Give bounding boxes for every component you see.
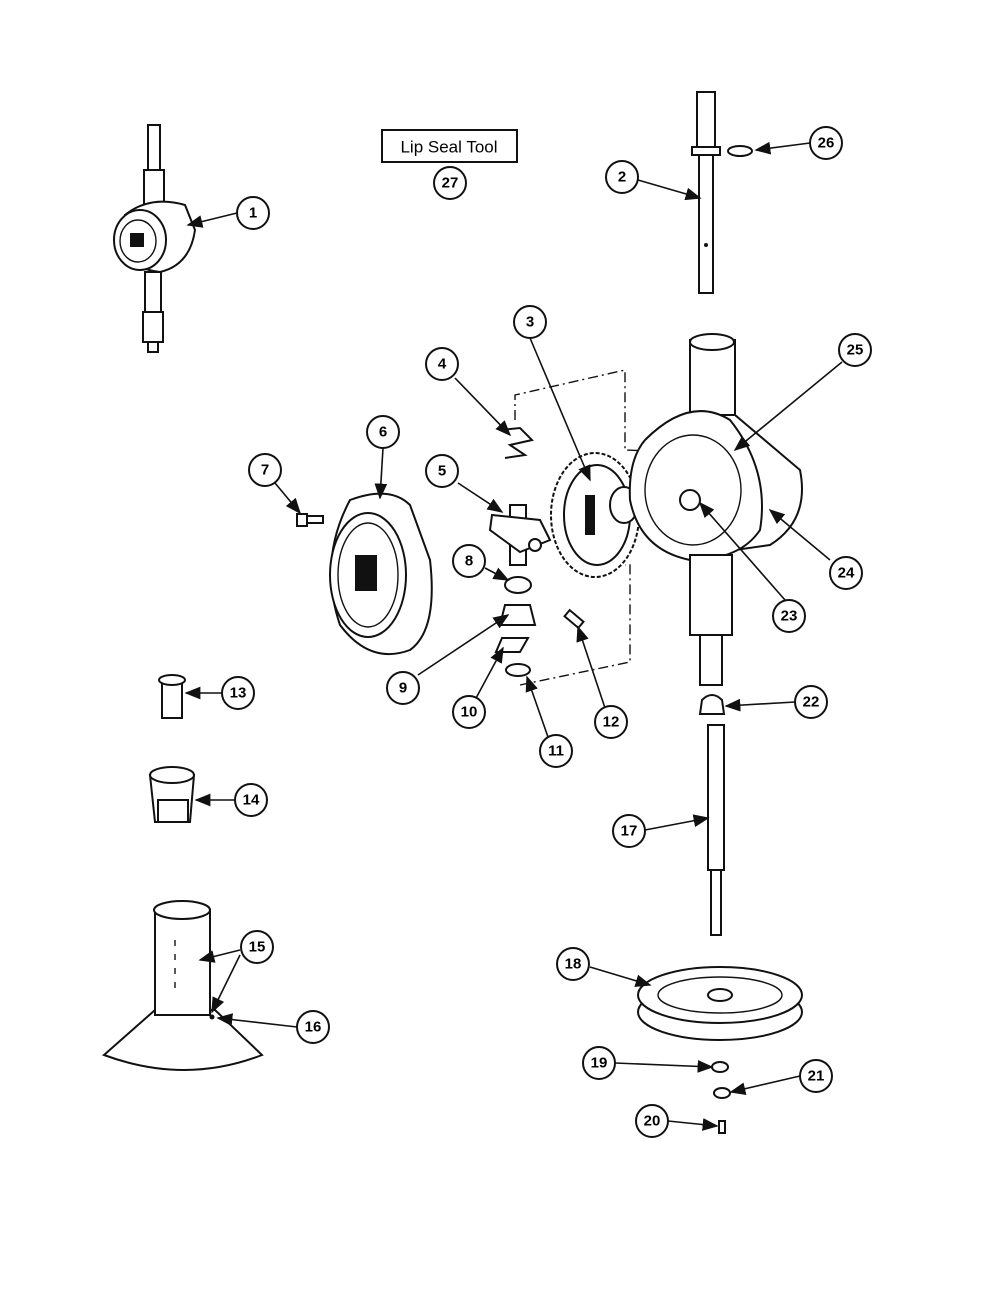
- housing-cover: [329, 492, 433, 656]
- leader-lines: [184, 141, 843, 1131]
- callout-1: 1: [236, 196, 270, 230]
- callout-2: 2: [605, 160, 639, 194]
- washer: [505, 663, 531, 677]
- callout-12: 12: [594, 705, 628, 739]
- svg-text:1: 1: [249, 205, 257, 222]
- callout-21: 21: [799, 1059, 833, 1093]
- svg-text:18: 18: [565, 956, 582, 973]
- svg-text:9: 9: [399, 680, 407, 697]
- svg-text:3: 3: [526, 314, 534, 331]
- lock-washer: [713, 1087, 731, 1099]
- bearing-sleeve: [158, 674, 186, 719]
- svg-text:7: 7: [261, 462, 269, 479]
- callout-10: 10: [452, 695, 486, 729]
- svg-text:6: 6: [379, 424, 387, 441]
- svg-text:5: 5: [438, 463, 446, 480]
- svg-text:27: 27: [442, 175, 459, 192]
- lip-seal-tool-label: Lip Seal Tool: [381, 129, 518, 163]
- svg-text:17: 17: [621, 823, 638, 840]
- svg-text:8: 8: [465, 553, 473, 570]
- gear-case: [628, 333, 803, 686]
- callout-14: 14: [234, 783, 268, 817]
- svg-text:4: 4: [438, 356, 447, 373]
- callout-26: 26: [809, 126, 843, 160]
- bearing: [148, 766, 196, 823]
- svg-text:10: 10: [461, 704, 478, 721]
- svg-text:26: 26: [818, 135, 835, 152]
- svg-text:2: 2: [618, 169, 626, 186]
- svg-text:13: 13: [230, 685, 247, 702]
- callout-16: 16: [296, 1010, 330, 1044]
- svg-text:19: 19: [591, 1055, 608, 1072]
- callout-18: 18: [556, 947, 590, 981]
- svg-text:23: 23: [781, 608, 798, 625]
- svg-text:25: 25: [847, 342, 864, 359]
- callout-27: 27: [433, 166, 467, 200]
- bolt: [718, 1120, 726, 1134]
- callout-7: 7: [248, 453, 282, 487]
- svg-text:14: 14: [243, 792, 260, 809]
- svg-text:24: 24: [838, 565, 855, 582]
- callout-20: 20: [635, 1104, 669, 1138]
- callout-17: 17: [612, 814, 646, 848]
- callout-3: 3: [513, 305, 547, 339]
- svg-text:22: 22: [803, 694, 820, 711]
- callout-6: 6: [366, 415, 400, 449]
- svg-text:21: 21: [808, 1068, 825, 1085]
- svg-text:12: 12: [603, 714, 620, 731]
- bushing: [504, 576, 532, 594]
- callout-24: 24: [829, 556, 863, 590]
- lip-seal-tool-text: Lip Seal Tool: [400, 138, 497, 157]
- svg-text:20: 20: [644, 1113, 661, 1130]
- crank-arm: [488, 504, 552, 566]
- callout-13: 13: [221, 676, 255, 710]
- agitator-base: [102, 900, 264, 1071]
- callout-23: 23: [772, 599, 806, 633]
- callout-5: 5: [425, 454, 459, 488]
- agitator-shaft: [691, 91, 721, 294]
- thrust-washer: [494, 637, 530, 653]
- clip: [499, 426, 534, 459]
- callout-22: 22: [794, 685, 828, 719]
- callout-19: 19: [582, 1046, 616, 1080]
- drive-shaft: [707, 724, 725, 936]
- drive-pulley: [637, 966, 803, 1041]
- pinion-gear: [498, 604, 537, 626]
- callout-9: 9: [386, 671, 420, 705]
- screw: [296, 513, 324, 527]
- svg-text:16: 16: [305, 1019, 322, 1036]
- o-ring-26: [727, 145, 753, 157]
- main-gear: [550, 452, 640, 578]
- callout-11: 11: [539, 734, 573, 768]
- nut: [711, 1061, 729, 1073]
- svg-text:15: 15: [249, 939, 266, 956]
- callout-8: 8: [452, 544, 486, 578]
- callout-15: 15: [240, 930, 274, 964]
- svg-text:11: 11: [548, 743, 564, 760]
- callout-4: 4: [425, 347, 459, 381]
- pin: [563, 608, 585, 630]
- transmission-assembly: [113, 124, 197, 353]
- callout-25: 25: [838, 333, 872, 367]
- assembly-line-bottom: [519, 564, 631, 686]
- seal: [698, 694, 726, 715]
